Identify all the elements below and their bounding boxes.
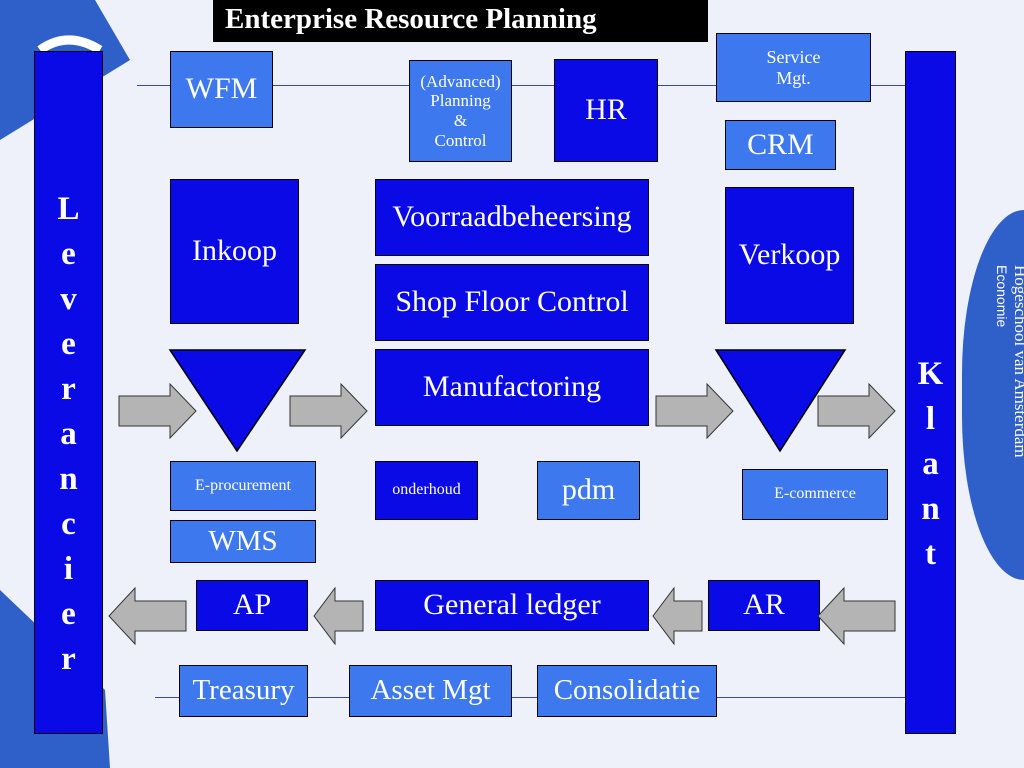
inkoop-box: Inkoop bbox=[170, 179, 299, 324]
e-commerce-box: E-commerce bbox=[742, 469, 888, 520]
pdm-box: pdm bbox=[537, 461, 640, 520]
arrow-left-2 bbox=[313, 587, 364, 645]
arrow-right-2 bbox=[289, 383, 368, 439]
shop-floor-control-box: Shop Floor Control bbox=[375, 264, 649, 341]
onderhoud-box: onderhoud bbox=[375, 461, 478, 520]
arrow-right-1 bbox=[118, 383, 197, 439]
hva-logo-text: Hogeschool van Amsterdam Economie bbox=[994, 265, 1024, 458]
page-title: Enterprise Resource Planning bbox=[213, 0, 708, 42]
ar-box: AR bbox=[708, 580, 820, 631]
wms-box: WMS bbox=[170, 520, 316, 563]
inkoop-funnel bbox=[168, 349, 307, 453]
planning-box: (Advanced)Planning &Control bbox=[409, 60, 512, 162]
ap-box: AP bbox=[196, 580, 308, 631]
treasury-box: Treasury bbox=[179, 665, 308, 717]
general-ledger-box: General ledger bbox=[375, 580, 649, 631]
arrow-left-1 bbox=[108, 587, 187, 645]
voorraadbeheersing-box: Voorraadbeheersing bbox=[375, 179, 649, 256]
verkoop-box: Verkoop bbox=[725, 187, 854, 324]
verkoop-funnel bbox=[714, 349, 847, 453]
crm-box: CRM bbox=[725, 120, 836, 170]
e-procurement-box: E-procurement bbox=[170, 461, 316, 511]
connector-line-bottom bbox=[155, 697, 907, 698]
arrow-left-4 bbox=[817, 587, 896, 645]
consolidatie-box: Consolidatie bbox=[537, 665, 717, 717]
manufactoring-box: Manufactoring bbox=[375, 349, 649, 426]
connector-line-top bbox=[137, 85, 907, 86]
arrow-left-3 bbox=[652, 587, 703, 645]
wfm-box: WFM bbox=[170, 51, 273, 128]
hr-box: HR bbox=[554, 59, 658, 162]
arrow-right-3 bbox=[655, 383, 734, 439]
asset-mgt-box: Asset Mgt bbox=[349, 665, 512, 717]
arrow-right-4 bbox=[817, 383, 896, 439]
